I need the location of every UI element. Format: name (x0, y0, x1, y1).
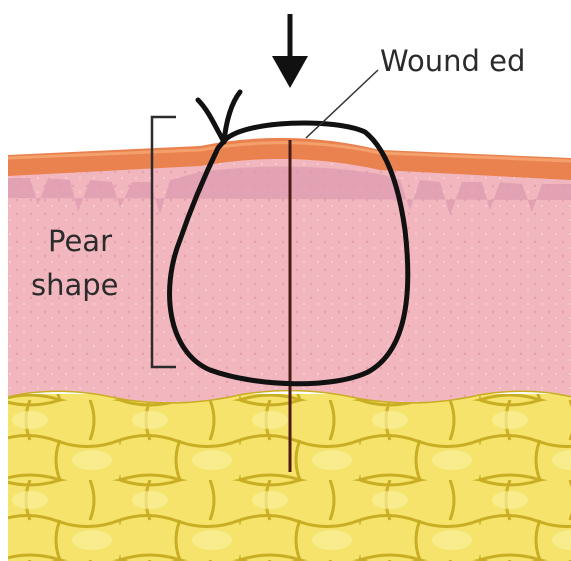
pear-shape-label-line2: shape (31, 268, 119, 302)
suture-knot (198, 100, 224, 142)
pear-shape-label-line1: Pear (48, 224, 112, 258)
wound-edge-label: Wound ed (380, 44, 525, 78)
down-arrow-icon (272, 56, 308, 88)
